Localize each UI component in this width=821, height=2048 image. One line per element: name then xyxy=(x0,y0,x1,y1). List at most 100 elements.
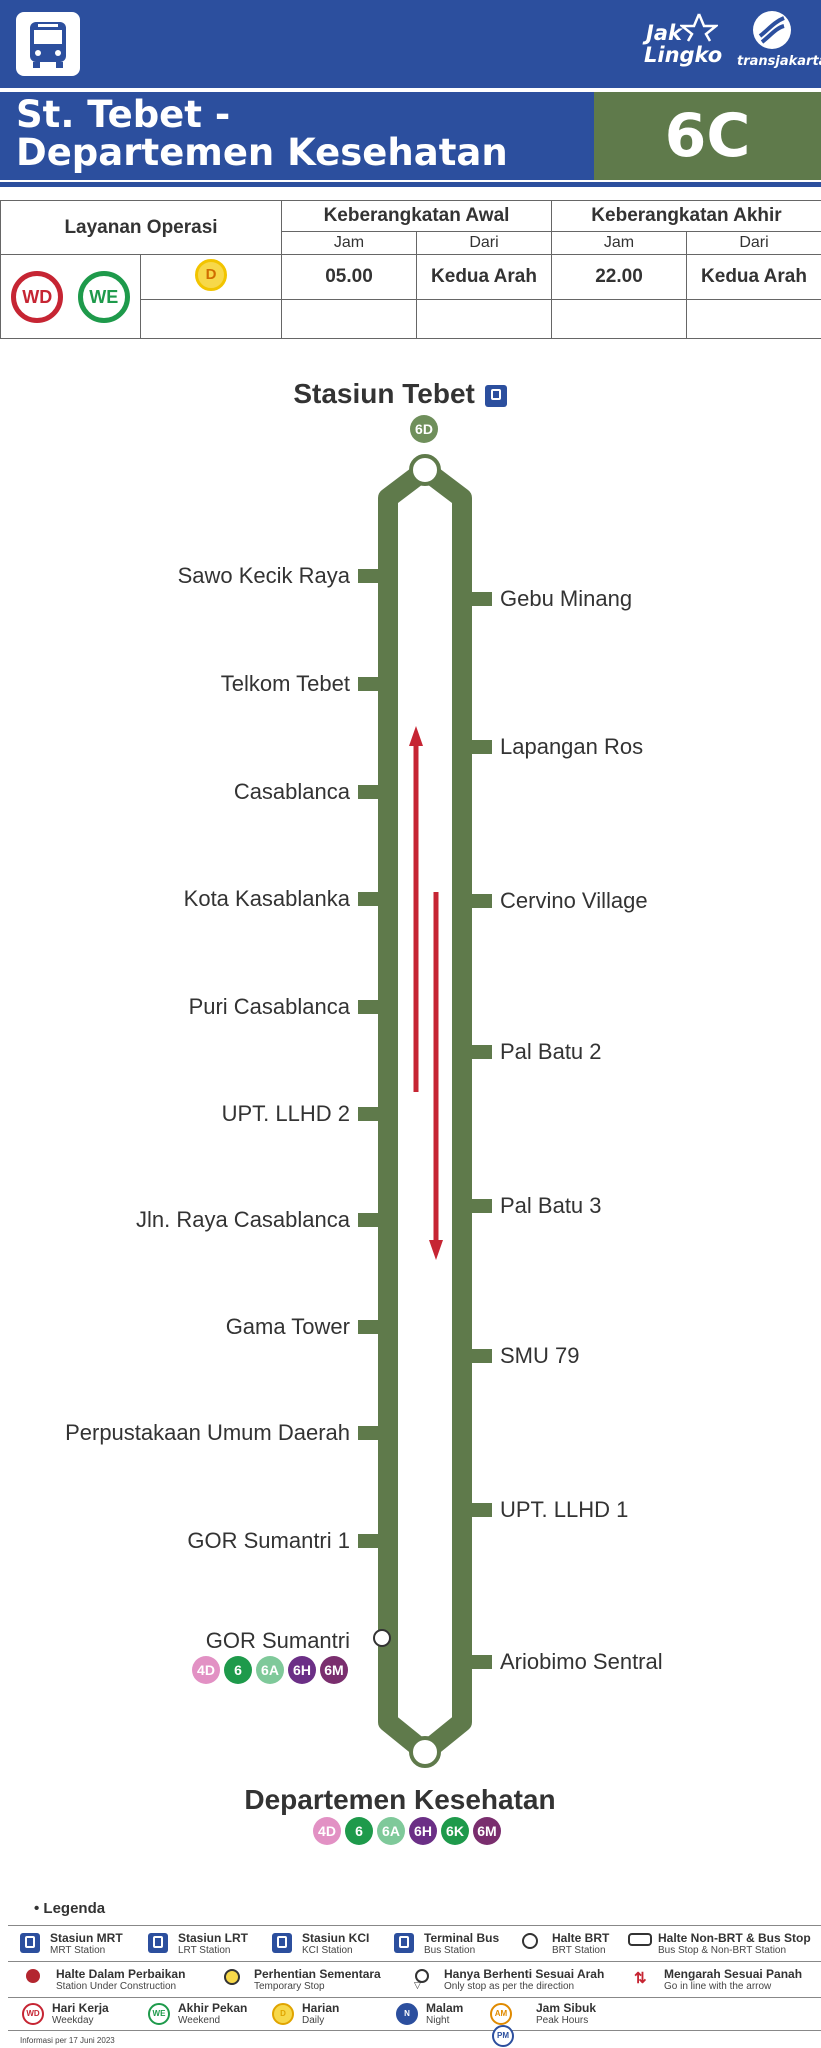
stop-tick xyxy=(358,1534,380,1548)
legend-name: Halte Non-BRT & Bus Stop xyxy=(658,1931,811,1945)
kci-icon xyxy=(272,1933,292,1958)
stop-tick xyxy=(358,1107,380,1121)
route-name: St. Tebet - Departemen Kesehatan xyxy=(16,93,508,174)
legend-sub: Daily xyxy=(302,2015,325,2026)
empty-cell xyxy=(685,299,821,339)
mrt-icon xyxy=(20,1933,40,1958)
weekday-badge: WD xyxy=(11,270,64,323)
stop-label: UPT. LLHD 2 xyxy=(221,1101,350,1126)
daily-icon: D xyxy=(272,2003,294,2025)
stop-label: SMU 79 xyxy=(500,1343,580,1368)
transfer-route-chip: 6 xyxy=(345,1817,373,1845)
legend-sub: Bus Station xyxy=(424,1945,476,1956)
daily-cell: D xyxy=(140,254,282,300)
legend-sub: Weekday xyxy=(52,2015,94,2026)
peak-icon: AMPM xyxy=(490,2003,514,2047)
akhir-jam-value: 22.00 xyxy=(551,254,687,300)
bus-icon xyxy=(16,12,80,76)
arrow-direction-icon: ⇅ xyxy=(634,1970,647,1987)
legend-sub: KCI Station xyxy=(302,1945,353,1956)
legend-name: Terminal Bus xyxy=(424,1931,500,1945)
awal-jam-value: 05.00 xyxy=(281,254,417,300)
right-stop-ticks xyxy=(470,592,492,1669)
layanan-header: Layanan Operasi xyxy=(0,200,282,255)
stop-label: Ariobimo Sentral xyxy=(500,1649,663,1674)
legend-sub: LRT Station xyxy=(178,1945,231,1956)
stop-tick xyxy=(470,592,492,606)
legend-divider xyxy=(8,1997,821,1998)
route-loop-line xyxy=(378,460,472,1762)
stop-label: Cervino Village xyxy=(500,888,648,913)
stop-tick xyxy=(358,1000,380,1014)
stop-tick xyxy=(470,1045,492,1059)
direction-arrow-down xyxy=(429,892,443,1260)
transfer-route-chip: 6M xyxy=(320,1656,348,1684)
jaklingko-logo: Jak Lingko xyxy=(644,10,722,72)
legend-divider xyxy=(8,1925,821,1926)
end-terminal-node xyxy=(409,1736,441,1768)
temporary-stop-icon xyxy=(224,1969,240,1990)
start-terminal-node xyxy=(409,454,441,486)
wd-icon: WD xyxy=(22,2003,44,2025)
stop-tick xyxy=(470,740,492,754)
stop-label: Jln. Raya Casablanca xyxy=(135,1207,350,1232)
legend-sub: Night xyxy=(426,2015,450,2026)
legend-name: Stasiun LRT xyxy=(178,1931,249,1945)
empty-cell xyxy=(551,299,687,339)
stop-label: GOR Sumantri 1 xyxy=(187,1528,350,1553)
transfer-route-chip: 4D xyxy=(313,1817,341,1845)
header-bar: Jak Lingko transjakarta xyxy=(0,0,821,88)
lrt-icon xyxy=(148,1933,168,1958)
terminal-icon xyxy=(394,1933,414,1958)
divider xyxy=(0,182,821,187)
jaklingko-star-icon xyxy=(680,13,718,42)
stop-tick xyxy=(470,894,492,908)
stop-tick xyxy=(470,1655,492,1669)
legend-name: Mengarah Sesuai Panah xyxy=(664,1967,803,1981)
legend-name: Stasiun KCI xyxy=(302,1931,370,1945)
stop-label: Puri Casablanca xyxy=(188,994,350,1019)
gor-sumantri-brt-node xyxy=(373,1629,391,1647)
direction-arrow-up xyxy=(409,726,423,1092)
transfer-route-chip: 6H xyxy=(288,1656,316,1684)
akhir-dari-value: Kedua Arah xyxy=(685,254,821,300)
stop-label: Telkom Tebet xyxy=(220,671,350,696)
transfer-route-chip: 6H xyxy=(409,1817,437,1845)
stop-label: UPT. LLHD 1 xyxy=(500,1497,629,1522)
legend-name: Harian xyxy=(302,2001,340,2015)
stop-label: Pal Batu 2 xyxy=(500,1039,602,1064)
stop-tick xyxy=(470,1199,492,1213)
transfer-route-chip: 6D xyxy=(410,415,438,443)
legend-sub: Go in line with the arrow xyxy=(664,1981,772,1992)
direction-stop-icon: ▽ xyxy=(414,1969,429,1994)
empty-cell xyxy=(140,299,282,339)
stop-tick xyxy=(358,1320,380,1334)
legend-sub: Temporary Stop xyxy=(254,1981,325,1992)
stop-label: GOR Sumantri xyxy=(205,1628,350,1653)
transfer-route-chip: 6 xyxy=(224,1656,252,1684)
stop-label: Casablanca xyxy=(233,779,350,804)
stop-label: Perpustakaan Umum Daerah xyxy=(65,1420,350,1445)
stop-label: Lapangan Ros xyxy=(500,734,644,759)
daily-badge: D xyxy=(195,259,227,291)
brt-halte-icon xyxy=(522,1933,538,1954)
night-icon: N xyxy=(396,2003,418,2025)
route-code: 6C xyxy=(664,101,751,171)
legend-name: Hanya Berhenti Sesuai Arah xyxy=(444,1967,605,1981)
legend-name: Halte BRT xyxy=(552,1931,610,1945)
awal-header: Keberangkatan Awal xyxy=(281,200,552,232)
legend-sub: Peak Hours xyxy=(536,2015,589,2026)
construction-icon xyxy=(26,1969,40,1988)
start-station-name: Stasiun Tebet xyxy=(230,378,570,410)
legend-divider xyxy=(8,1961,821,1962)
service-days-cell: WD WE xyxy=(0,254,141,339)
stop-tick xyxy=(358,569,380,583)
legend-sub: Station Under Construction xyxy=(56,1981,177,1992)
legend-title: • Legenda xyxy=(34,1900,106,1917)
legend-name: Perhentian Sementara xyxy=(254,1967,381,1981)
schedule-table: Layanan Operasi Keberangkatan Awal Keber… xyxy=(0,200,821,339)
weekend-badge: WE xyxy=(77,270,130,323)
stop-tick xyxy=(358,1213,380,1227)
stop-tick xyxy=(358,785,380,799)
legend-name: Stasiun MRT xyxy=(50,1931,123,1945)
